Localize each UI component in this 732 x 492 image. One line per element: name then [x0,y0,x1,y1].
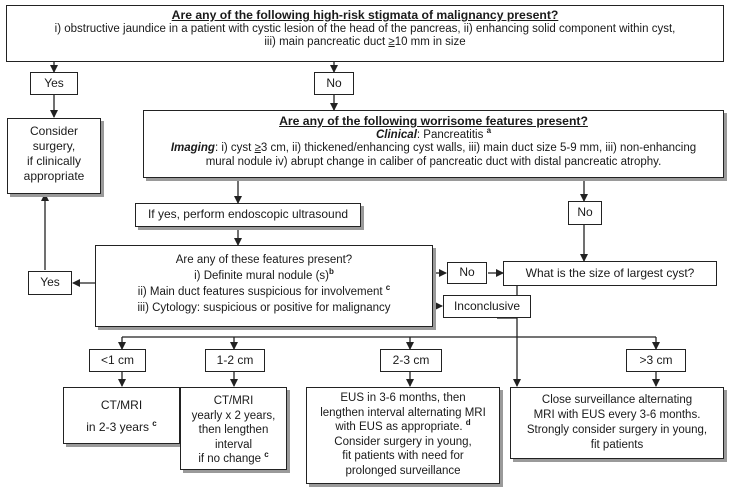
size-2to3-box: 2-3 cm [380,349,442,372]
imaging-line: Imaging: i) cyst ≥3 cm, ii) thickened/en… [170,142,697,154]
yes-top-box: Yes [30,72,78,95]
eus-box: If yes, perform endoscopic ultrasound [135,203,361,227]
worrisome-features-box: Are any of the following worrisome featu… [143,110,724,178]
consider-surgery-box: Consider surgery, if clinically appropri… [7,118,101,194]
outcome-1to2-box: CT/MRI yearly x 2 years, then lengthen i… [180,387,287,470]
size-question-box: What is the size of largest cyst? [503,261,717,286]
no-right-box: No [568,201,602,225]
worrisome-title: Are any of the following worrisome featu… [279,114,588,128]
inconclusive-box: Inconclusive [443,295,531,318]
size-gt3-box: >3 cm [626,349,686,372]
imaging-line2: mural nodule iv) abrupt change in calibe… [205,155,662,168]
high-risk-line2: iii) main pancreatic duct ≥10 mm in size [264,36,466,48]
features-box: Are any of these features present? i) De… [95,245,433,327]
outcome-lt1-box: CT/MRI in 2-3 years c [63,387,180,444]
size-1to2-box: 1-2 cm [205,349,265,372]
clinical-line: Clinical: Pancreatitis a [375,125,492,141]
yes-mid-box: Yes [28,271,72,295]
no-mid-box: No [447,262,487,284]
outcome-gt3-box: Close surveillance alternating MRI with … [510,387,724,459]
size-lt1-box: <1 cm [89,349,146,372]
no-top-box: No [314,72,354,95]
high-risk-title: Are any of the following high-risk stigm… [171,8,559,22]
high-risk-line1: i) obstructive jaundice in a patient wit… [54,22,676,35]
outcome-2to3-box: EUS in 3-6 months, then lengthen interva… [306,387,500,484]
high-risk-box: Are any of the following high-risk stigm… [6,5,724,62]
